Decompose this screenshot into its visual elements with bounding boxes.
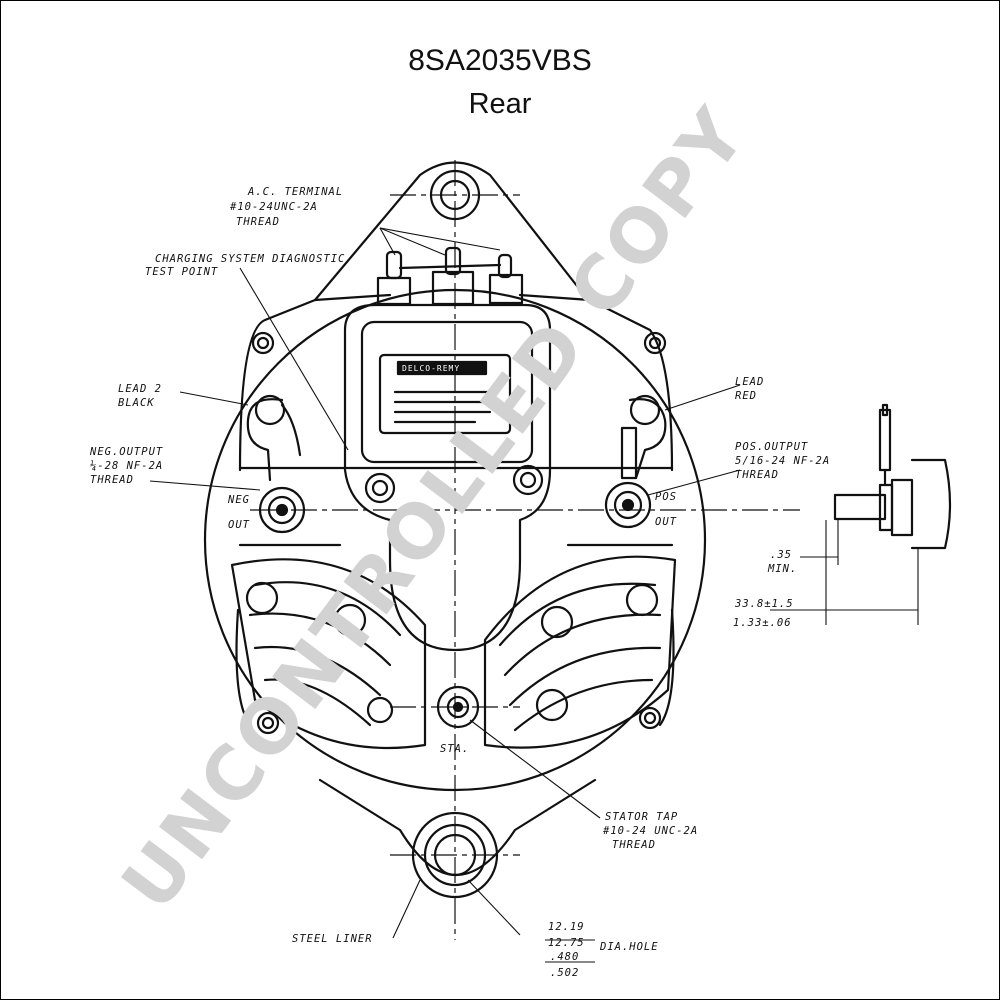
bolt-hole-top-right xyxy=(643,331,667,355)
right-vent-grille xyxy=(483,555,677,749)
view-subtitle: Rear xyxy=(468,88,532,120)
neg-output-thread-label: ¼-28 NF-2A xyxy=(90,460,163,472)
pos-terminal-marking: POS xyxy=(655,491,677,503)
lead-2-black-wire xyxy=(246,394,302,482)
stator-tap-label: STATOR TAP xyxy=(605,811,678,823)
bolt-hole-top-left xyxy=(251,331,275,355)
stud-length-mm: 33.8±1.5 xyxy=(734,598,794,610)
lead-red-color-label: RED xyxy=(735,390,757,402)
uncontrolled-copy-watermark: UNCONTROLLED COPY xyxy=(106,92,764,926)
min-dimension-label: MIN. xyxy=(767,563,797,575)
stator-tap-thread-label: #10-24 UNC-2A xyxy=(602,825,698,837)
stator-tap-thread-label-2: THREAD xyxy=(612,839,656,851)
lead2-color-label: BLACK xyxy=(118,397,155,409)
bolt-hole-bottom-right xyxy=(638,706,662,730)
ac-terminal-thread-label-2: THREAD xyxy=(236,216,280,228)
out-right-marking: OUT xyxy=(655,516,677,528)
output-stud-side-view xyxy=(833,403,952,550)
neg-output-thread-label-2: THREAD xyxy=(90,474,134,486)
top-mounting-ear xyxy=(313,161,590,302)
part-number-title: 8SA2035VBS xyxy=(408,44,592,77)
bottom-mounting-ear xyxy=(318,778,597,899)
neg-output-label: NEG.OUTPUT xyxy=(89,446,163,458)
diagnostic-point-label-2: TEST POINT xyxy=(145,266,218,278)
pos-output-label: POS.OUTPUT xyxy=(735,441,808,453)
lead-red-wire xyxy=(620,394,667,480)
dia-hole-label: DIA.HOLE xyxy=(599,941,659,953)
pos-output-thread-label-2: THREAD xyxy=(735,469,779,481)
left-vent-grille xyxy=(230,558,427,750)
regulator-brand-plate: DELCO-REMY xyxy=(402,364,460,373)
diagnostic-point-label: CHARGING SYSTEM DIAGNOSTIC xyxy=(155,253,345,265)
sta-marking: STA. xyxy=(440,743,469,755)
pos-output-thread-label: 5/16-24 NF-2A xyxy=(735,455,830,467)
neg-terminal-marking: NEG xyxy=(227,494,250,506)
hole-dim-min-mm: 12.19 xyxy=(548,921,585,933)
stud-length-in: 1.33±.06 xyxy=(733,617,792,629)
steel-liner-label: STEEL LINER xyxy=(292,933,373,945)
terminal-block xyxy=(376,246,524,306)
min-dimension-value: .35 xyxy=(770,549,792,561)
out-left-marking: OUT xyxy=(228,519,250,531)
hole-dim-min-in: .480 xyxy=(550,951,579,963)
hole-dim-max-in: .502 xyxy=(550,967,579,979)
lead-red-label: LEAD xyxy=(735,376,764,388)
lead2-label: LEAD 2 xyxy=(118,383,162,395)
bolt-hole-bottom-left xyxy=(256,711,280,735)
positive-output-terminal xyxy=(604,481,652,529)
ac-terminal-label: A.C. TERMINAL xyxy=(247,186,343,198)
voltage-regulator xyxy=(343,303,552,652)
hole-dim-max-mm: 12.75 xyxy=(548,937,585,949)
ac-terminal-thread-label: #10-24UNC-2A xyxy=(229,201,318,213)
